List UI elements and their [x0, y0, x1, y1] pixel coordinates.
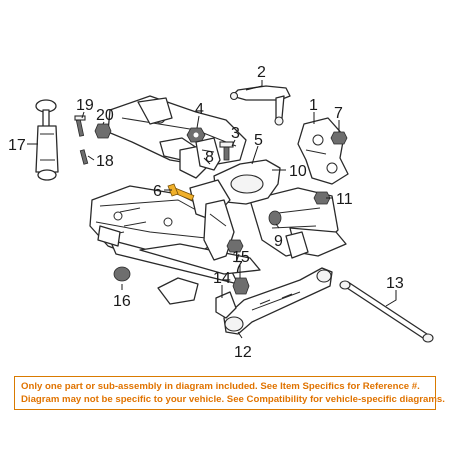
part-19-bolt	[74, 115, 86, 137]
diagram-disclaimer-notice: Only one part or sub-assembly in diagram…	[14, 376, 445, 410]
callout-10: 10	[289, 163, 307, 180]
part-18-bolt	[79, 149, 89, 165]
part-7-nut-lower	[226, 239, 244, 253]
part-6-bolt-highlighted	[167, 183, 195, 201]
callout-8: 8	[205, 149, 214, 166]
disclaimer-line-1: Only one part or sub-assembly in diagram…	[21, 381, 420, 392]
part-17-shock-absorber	[35, 99, 59, 181]
part-13-track-bar	[339, 280, 434, 343]
part-15-bushing	[232, 277, 250, 295]
callout-13: 13	[386, 275, 404, 292]
part-20-nut	[94, 123, 112, 139]
part-7-nut-upper	[330, 131, 348, 145]
callout-7-upper: 7	[334, 105, 343, 122]
callout-18: 18	[96, 153, 114, 170]
frame-crossmember	[89, 185, 261, 285]
frame-rail-right	[249, 187, 347, 259]
callout-19: 19	[76, 97, 94, 114]
part-2-upper-arm	[229, 85, 291, 126]
part-8-bracket	[195, 137, 221, 171]
part-12-trailing-arm	[223, 267, 333, 335]
callout-2: 2	[257, 64, 266, 81]
callout-17: 17	[8, 137, 26, 154]
callout-labels: 1 2 3 4 5 6 7 7 8 9 10 11 12 13 14 15 16…	[8, 64, 404, 361]
leader-lines	[27, 80, 397, 339]
callout-5: 5	[254, 132, 263, 149]
callout-16: 16	[113, 293, 131, 310]
callout-1: 1	[309, 97, 318, 114]
part-9-bushing	[268, 210, 282, 226]
callout-6: 6	[153, 183, 162, 200]
callout-3: 3	[231, 125, 240, 142]
callout-20: 20	[96, 107, 114, 124]
callout-14: 14	[213, 270, 231, 287]
part-14-bracket	[215, 291, 237, 319]
callout-11: 11	[336, 191, 353, 208]
part-16-insulator	[113, 266, 199, 305]
callout-15: 15	[232, 249, 250, 266]
part-5-lower-arm	[179, 145, 281, 261]
callout-7-lower: 7	[234, 259, 243, 276]
part-4-nut	[186, 127, 206, 143]
disclaimer-line-2: Diagram may not be specific to your vehi…	[21, 394, 445, 405]
callout-4: 4	[195, 101, 204, 118]
callout-12: 12	[234, 344, 252, 361]
callout-9: 9	[274, 233, 283, 250]
part-11-nut	[313, 191, 331, 205]
